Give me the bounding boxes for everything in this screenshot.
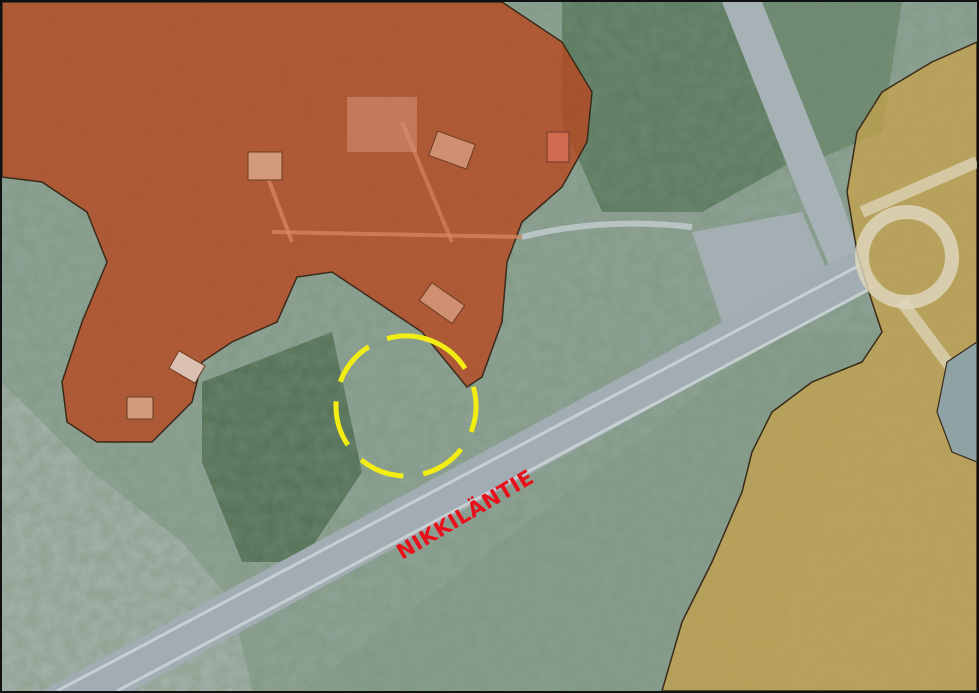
building xyxy=(428,130,476,170)
building xyxy=(247,151,283,181)
building xyxy=(168,350,206,384)
clearing xyxy=(347,97,417,152)
main-road-edge xyxy=(116,283,878,691)
building xyxy=(546,131,570,163)
main-road-edge xyxy=(56,262,863,691)
zone-red[interactable] xyxy=(2,2,593,443)
yellow-zone-road xyxy=(859,156,977,218)
zone-gap xyxy=(936,341,977,463)
side-road xyxy=(722,2,862,272)
farm-track xyxy=(521,220,693,240)
building xyxy=(418,281,466,325)
zone-red-path xyxy=(271,230,523,239)
main-road xyxy=(42,252,882,691)
building xyxy=(126,396,154,420)
zone-yellow[interactable] xyxy=(661,41,977,691)
site-marker[interactable] xyxy=(316,316,495,495)
